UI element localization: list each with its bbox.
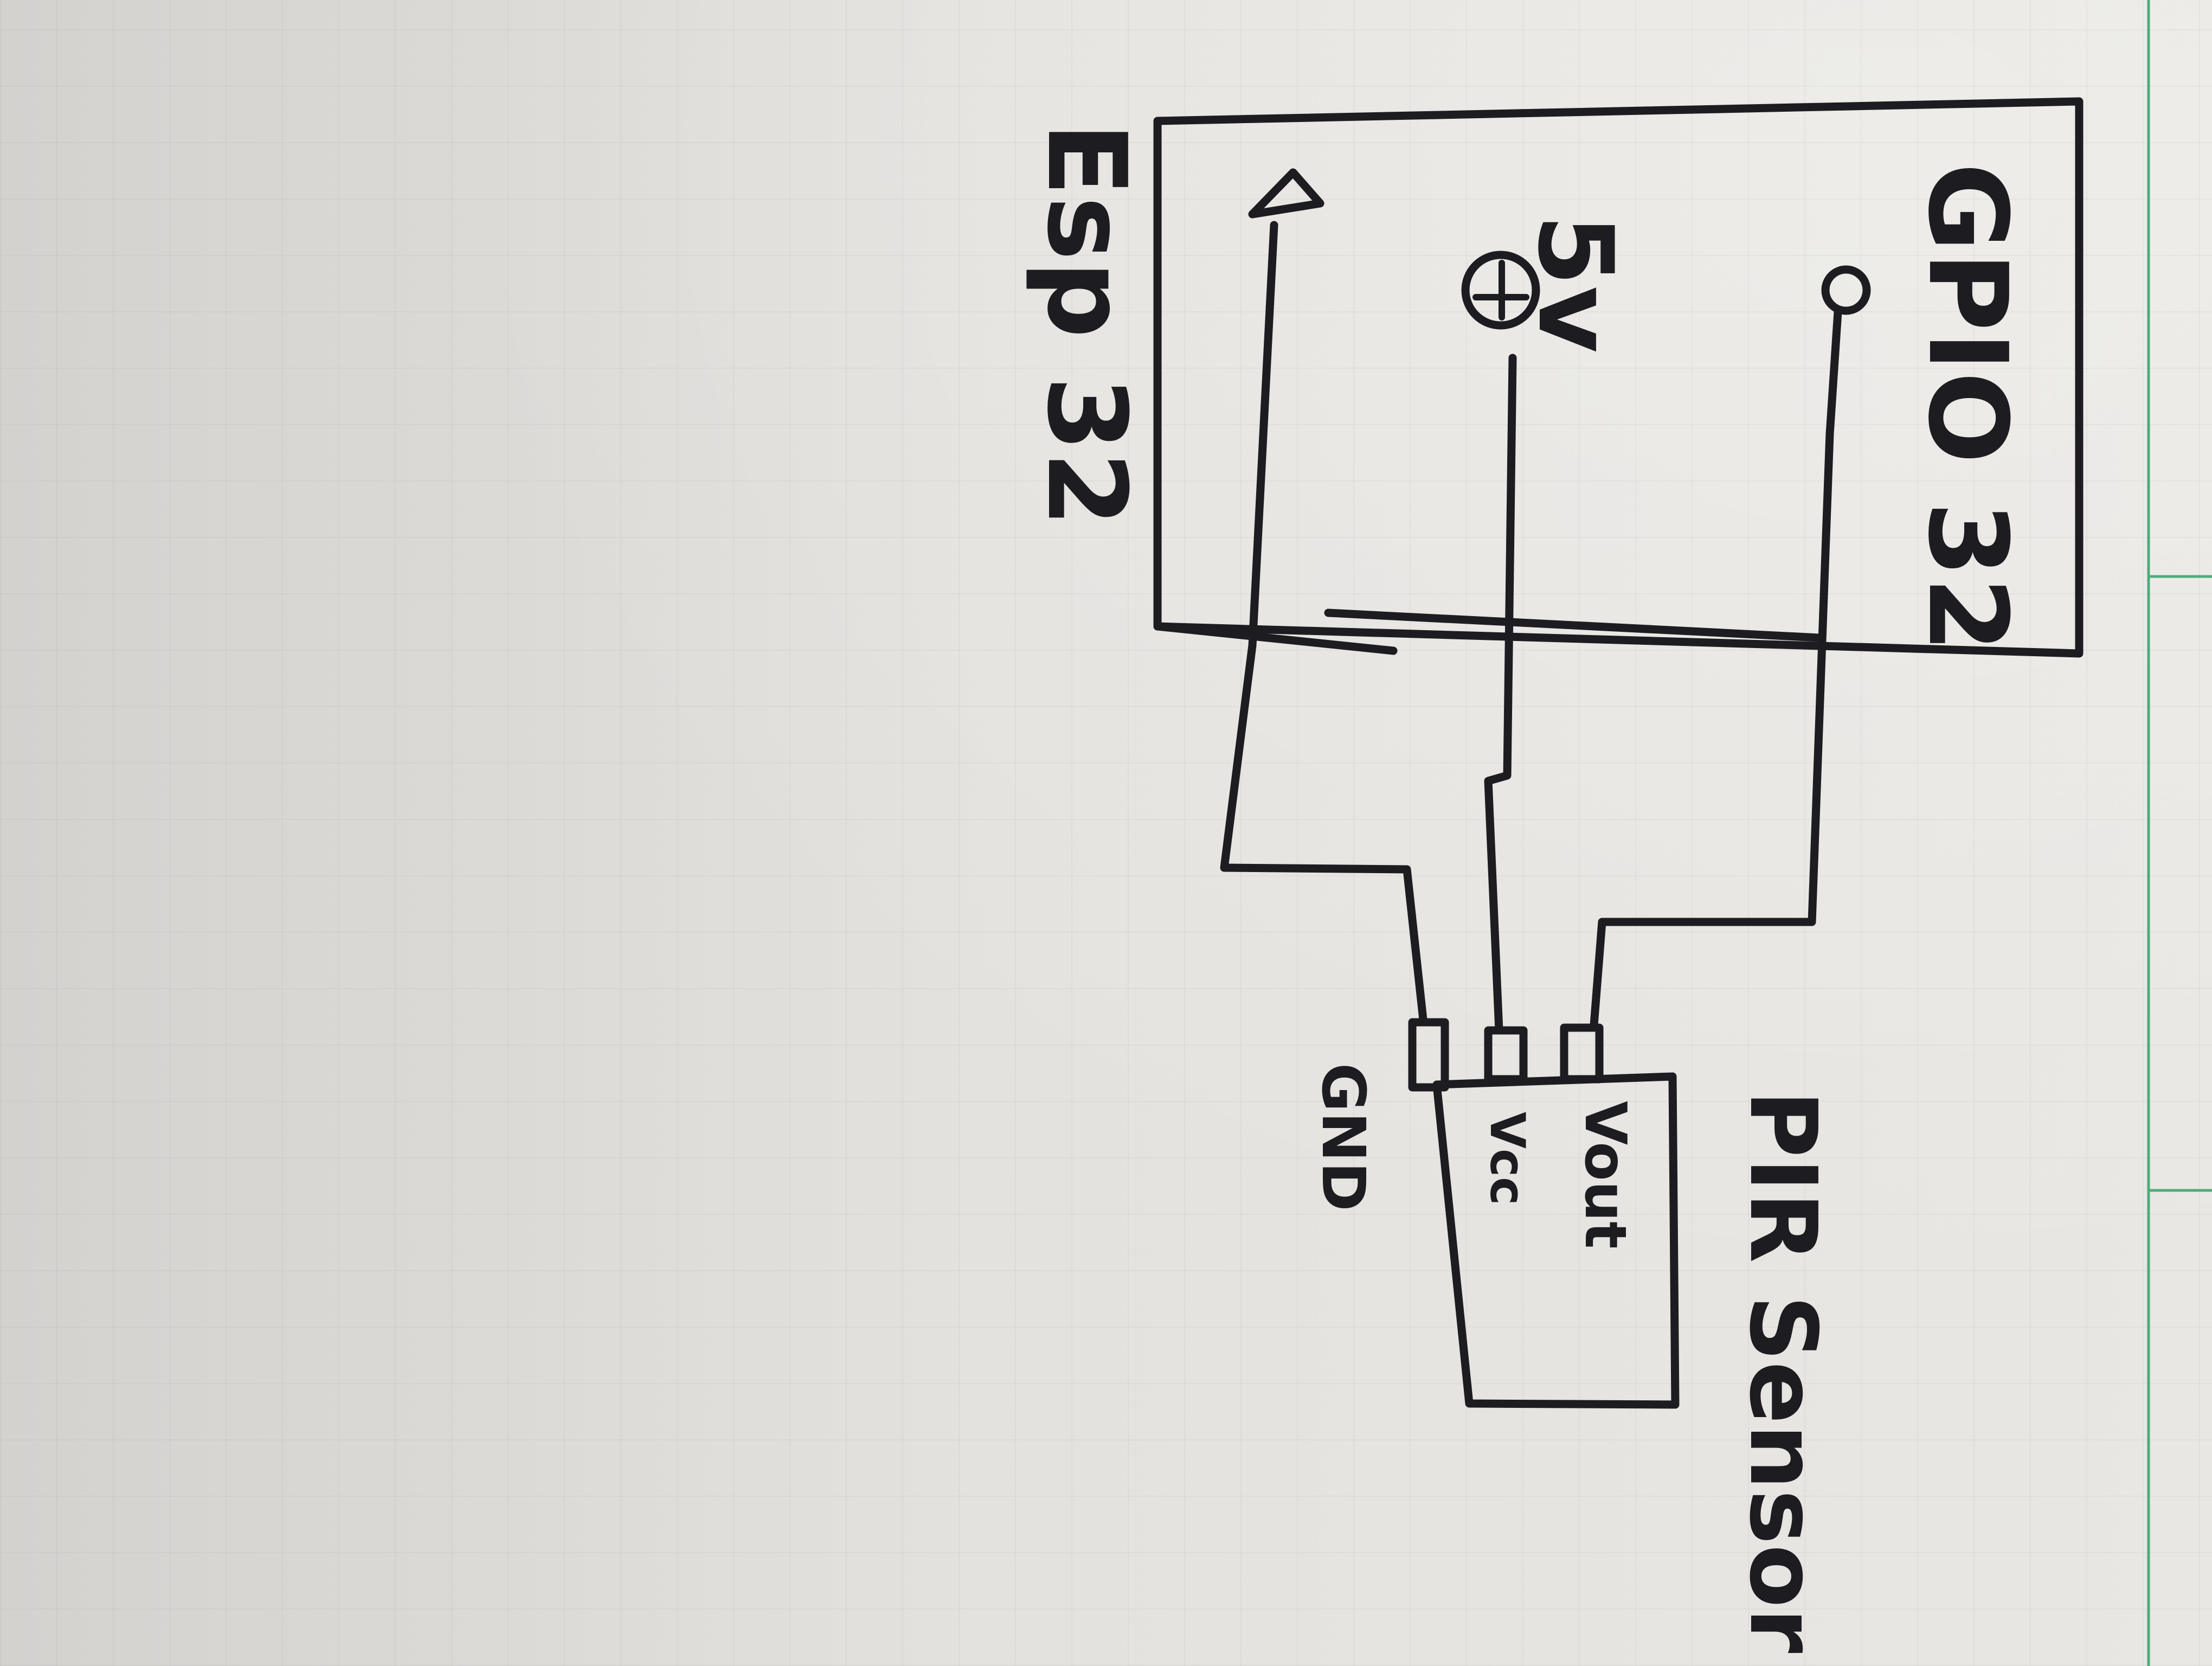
gpio-terminal-icon [1821, 265, 1871, 315]
inner-rail-line [1324, 608, 1823, 642]
pir-gnd-label: GND [1309, 1063, 1378, 1212]
gpio-to-vout-wire [1590, 307, 1842, 1029]
ground-to-gnd-wire [1220, 221, 1427, 1024]
power-to-vcc-wire [1484, 354, 1517, 1035]
pir-pin-gnd [1408, 1018, 1449, 1092]
ground-triangle-icon [1248, 168, 1324, 219]
pir-vcc-label: Vcc [1480, 1112, 1535, 1205]
esp32-label: Esp 32 [1023, 122, 1149, 527]
power-label: 5v [1515, 214, 1635, 353]
board-edge-rail-line [1153, 622, 1398, 655]
page-margin-lines [2147, 0, 2212, 1666]
gpio-label: GPIO 32 [1904, 163, 2030, 652]
pir-vout-label: Vout [1572, 1101, 1638, 1249]
pir-pin-vout [1560, 1023, 1604, 1084]
pir-pin-vcc [1484, 1026, 1528, 1084]
pir-sensor-label: PIR Sensor [1729, 1090, 1836, 1654]
pir-sensor-body [1432, 1072, 1680, 1409]
power-source-icon [1461, 251, 1540, 330]
esp32-board-outline [1153, 97, 2084, 658]
